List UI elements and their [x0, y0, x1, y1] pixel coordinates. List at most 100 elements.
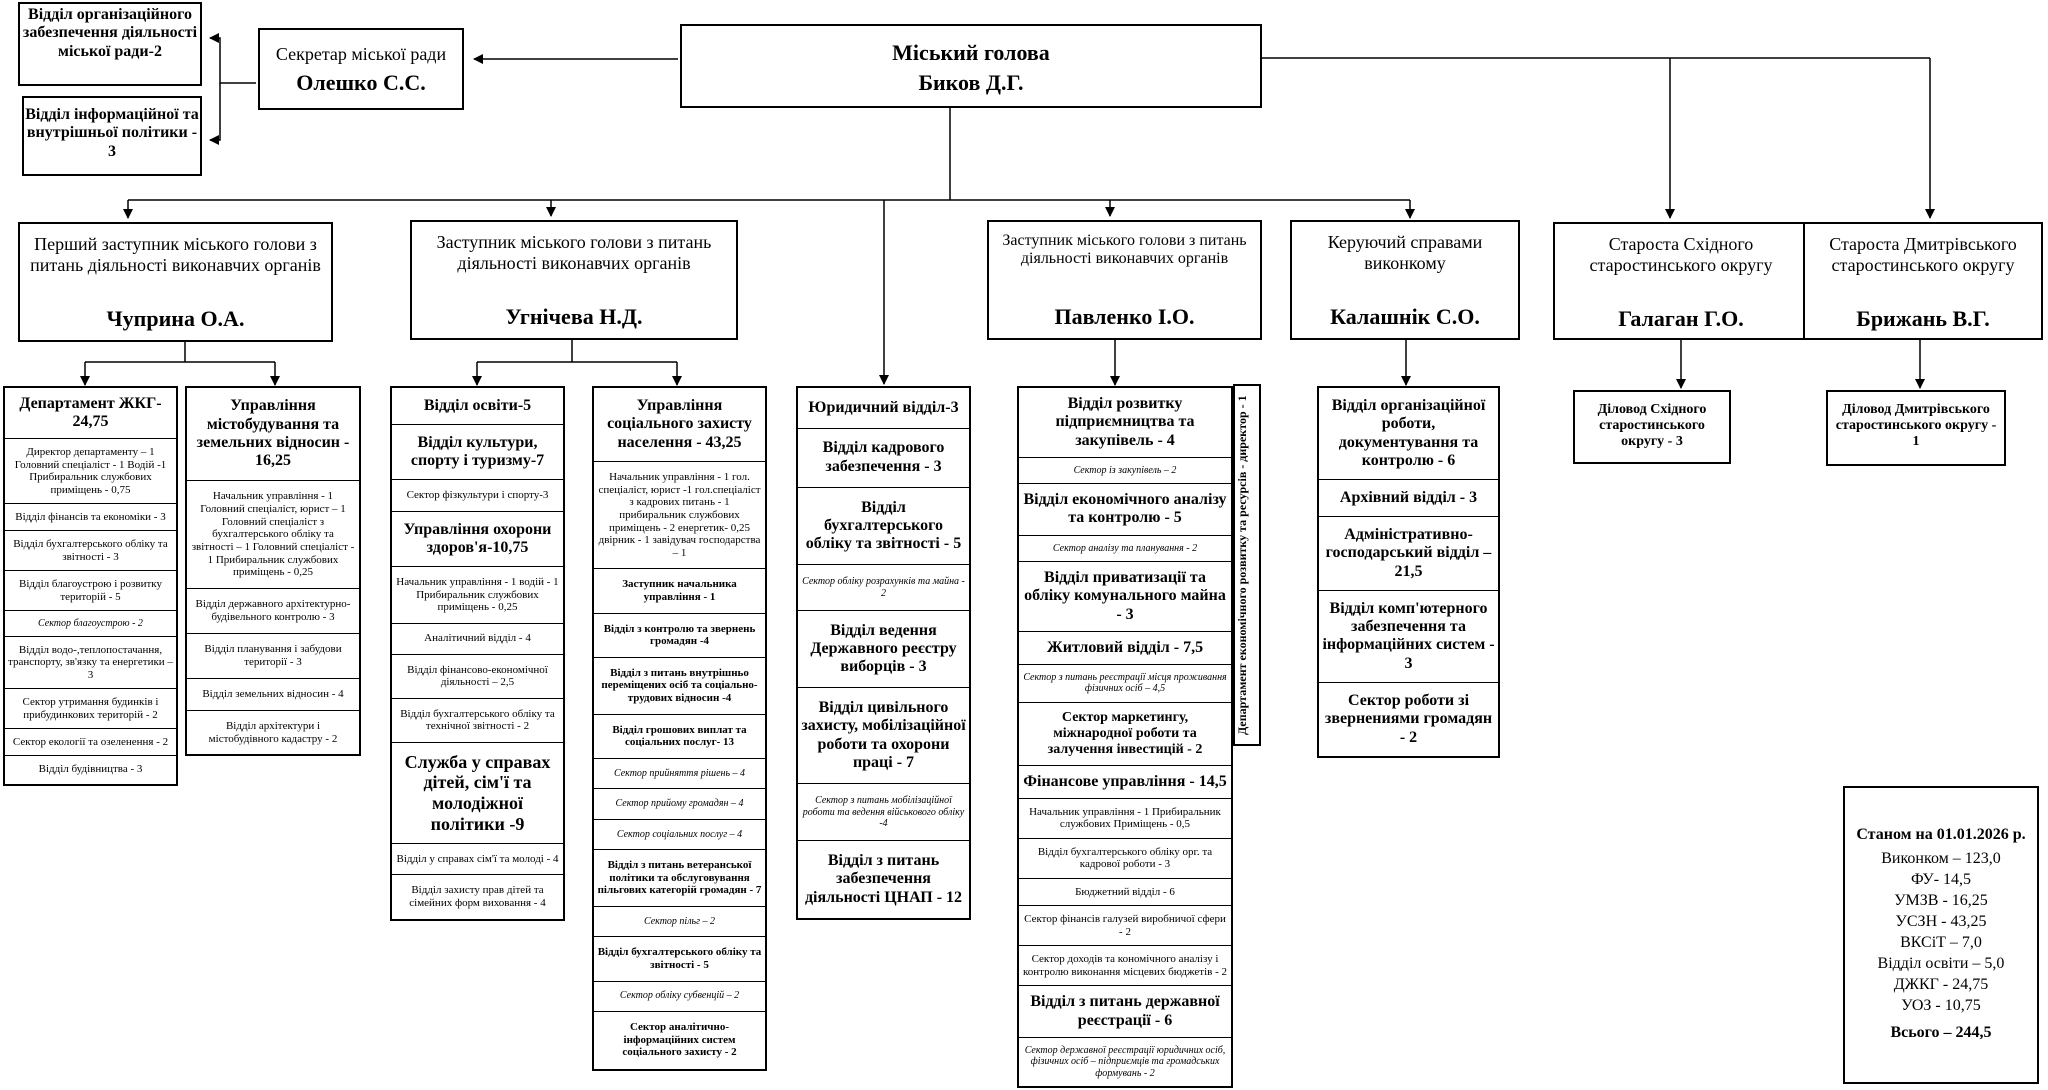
summary-heading: Станом на 01.01.2026 р.: [1856, 826, 2026, 843]
zhkg-unit-9: Відділ будівництва - 3: [5, 755, 176, 782]
secretary-title: Секретар міської ради: [275, 44, 447, 64]
soc-unit-12: Сектор обліку субвенцій – 2: [594, 980, 765, 1011]
economic-development-department-label: Департамент економічного розвитку та рес…: [1235, 395, 1249, 735]
pav-unit-10: Відділ бухгалтерського обліку орг. та ка…: [1019, 837, 1231, 878]
soc-unit-9: Відділ з питань ветеранської політики та…: [594, 849, 765, 906]
kalashnik-title: Керуючий справами виконкому: [1327, 232, 1483, 273]
osvita-unit-6: Відділ фінансово-економічної діяльності …: [392, 653, 563, 698]
osvita-unit-7: Відділ бухгалтерського обліку та технічн…: [392, 697, 563, 742]
first-deputy-box: Перший заступник міського голови з питан…: [18, 222, 333, 342]
mist-unit-2: Відділ державного архітектурно-будівельн…: [187, 588, 359, 633]
pav-unit-6: Сектор з питань реєстрації місця прожива…: [1019, 664, 1231, 702]
social-protection-column: Управління соціального захисту населення…: [592, 386, 767, 1071]
soc-unit-13: Сектор аналітично-інформаційних систем с…: [594, 1010, 765, 1068]
urban-planning-column: Управління містобудування та земельних в…: [185, 386, 361, 756]
osvita-unit-9: Відділ у справах сім'ї та молоді - 4: [392, 843, 563, 874]
pav-unit-3: Сектор аналізу та планування - 2: [1019, 534, 1231, 561]
deputy-ugnicheva-box: Заступник міського голови з питань діяль…: [410, 220, 738, 340]
deputy-pavlenko-name: Павленко І.О.: [1054, 304, 1195, 329]
soc-unit-10: Сектор пільг – 2: [594, 905, 765, 936]
soc-unit-5: Відділ грошових виплат та соціальних пос…: [594, 713, 765, 758]
clerk-east-label: Діловод Східного старостинського округу …: [1597, 402, 1707, 450]
pav-unit-5: Житловий відділ - 7,5: [1019, 630, 1231, 664]
soc-unit-11: Відділ бухгалтерського обліку та звітнос…: [594, 936, 765, 980]
pav-unit-15: Сектор державної реєстрації юридичних ос…: [1019, 1036, 1231, 1086]
starosta-east-box: Староста Східного старостинського округу…: [1553, 222, 1809, 340]
summary-total: Всього – 244,5: [1890, 1024, 1992, 1041]
kalashnik-box: Керуючий справами виконкому Калашнік С.О…: [1290, 220, 1520, 340]
jur-unit-0: Юридичний відділ-3: [808, 398, 959, 416]
soc-unit-7: Сектор прийому громадян – 4: [594, 788, 765, 818]
starosta-dmytr-title: Староста Дмитрівського старостинського о…: [1829, 234, 2017, 275]
zhkg-unit-8: Сектор екології та озеленення - 2: [5, 728, 176, 755]
jur-unit-7: Відділ з питань забезпечення діяльності …: [798, 840, 969, 918]
pav-unit-4: Відділ приватизації та обліку комунально…: [1019, 560, 1231, 631]
jur-unit-6: Сектор з питань мобілізаційної роботи та…: [798, 783, 969, 840]
deputy-ugnicheva-title: Заступник міського голови з питань діяль…: [436, 232, 712, 273]
zhkg-unit-3: Відділ бухгалтерського обліку та звітнос…: [5, 530, 176, 570]
pav-unit-13: Сектор доходів та кономічного аналізу і …: [1019, 945, 1231, 985]
pav-unit-1: Сектор із закупівель – 2: [1019, 456, 1231, 483]
soc-unit-8: Сектор соціальних послуг – 4: [594, 818, 765, 849]
summary-row: ФУ- 14,5: [1910, 871, 1972, 888]
deputy-pavlenko-title: Заступник міського голови з питань діяль…: [1002, 232, 1247, 268]
osvita-unit-4: Начальник управління - 1 водій - 1 Приби…: [392, 566, 563, 623]
economic-development-department-frame: [1233, 384, 1261, 746]
deputy-pavlenko-box: Заступник міського голови з питань діяль…: [987, 220, 1262, 340]
summary-row: ВКСіТ – 7,0: [1900, 934, 1982, 951]
kalashnik-name: Калашнік С.О.: [1330, 304, 1480, 329]
osvita-unit-5: Аналітичний відділ - 4: [392, 622, 563, 654]
kal-unit-2: Адміністративно-господарський відділ – 2…: [1319, 516, 1498, 590]
pav-unit-2: Відділ економічного аналізу та контролю …: [1019, 483, 1231, 535]
summary-row: УМЗВ - 16,25: [1894, 892, 1988, 909]
summary-row: Відділ освіти – 5,0: [1877, 955, 2005, 972]
summary-row: Виконком – 123,0: [1881, 850, 2001, 867]
zhkg-unit-7: Сектор утримання будинків і прибудинкови…: [5, 688, 176, 728]
osvita-unit-10: Відділ захисту прав дітей та сімейних фо…: [392, 874, 563, 918]
pav-unit-11: Бюджетний відділ - 6: [1019, 878, 1231, 905]
mist-unit-5: Відділ архітектури і містобудівного када…: [187, 709, 359, 755]
first-deputy-name: Чуприна О.А.: [106, 306, 245, 331]
org-support-dept-box: Відділ організаційного забезпечення діял…: [18, 2, 202, 86]
economic-finance-column: Відділ розвитку підприємництва та закупі…: [1017, 386, 1233, 1088]
mist-unit-0: Управління містобудування та земельних в…: [196, 397, 350, 470]
soc-unit-4: Відділ з питань внутрішньо переміщених о…: [594, 656, 765, 714]
soc-unit-3: Відділ з контролю та звернень громадян -…: [594, 612, 765, 657]
jur-unit-2: Відділ бухгалтерського обліку та звітнос…: [798, 486, 969, 565]
zhkg-unit-4: Відділ благоустрою і розвитку територій …: [5, 570, 176, 610]
mayor-name: Биков Д.Г.: [918, 70, 1024, 95]
starosta-dmytr-box: Староста Дмитрівського старостинського о…: [1803, 222, 2043, 340]
org-support-dept-label: Відділ організаційного забезпечення діял…: [22, 6, 198, 60]
clerk-east-box: Діловод Східного старостинського округу …: [1573, 390, 1731, 464]
osvita-unit-8: Служба у справах дітей, сім'ї та молодіж…: [392, 741, 563, 843]
soc-unit-6: Сектор прийняття рішень – 4: [594, 757, 765, 788]
clerk-dmytr-label: Діловод Дмитрівського старостинського ок…: [1835, 402, 1997, 450]
mist-unit-3: Відділ планування і забудови території -…: [187, 632, 359, 678]
starosta-east-name: Галаган Г.О.: [1618, 306, 1744, 331]
deputy-ugnicheva-name: Угнічева Н.Д.: [505, 304, 643, 329]
pav-unit-14: Відділ з питань державної реєстрації - 6: [1019, 985, 1231, 1037]
info-policy-dept-label: Відділ інформаційної та внутрішньої полі…: [25, 106, 199, 160]
zhkg-unit-2: Відділ фінансів та економіки - 3: [5, 503, 176, 530]
zhkg-unit-0: Департамент ЖКГ- 24,75: [19, 394, 162, 431]
soc-unit-2: Заступник начальника управління - 1: [594, 568, 765, 612]
zhkg-unit-6: Відділ водо-,теплопостачання, транспорту…: [5, 636, 176, 688]
kal-unit-0: Відділ організаційної роботи, документув…: [1331, 396, 1486, 469]
pav-unit-0: Відділ розвитку підприємництва та закупі…: [1055, 394, 1195, 449]
mist-unit-4: Відділ земельних відносин - 4: [187, 677, 359, 710]
summary-row: ДЖКГ - 24,75: [1893, 976, 1989, 993]
starosta-east-title: Староста Східного старостинського округу: [1589, 234, 1773, 275]
osvita-unit-3: Управління охорони здоров'я-10,75: [392, 510, 563, 566]
info-policy-dept-box: Відділ інформаційної та внутрішньої полі…: [22, 96, 202, 176]
secretary-name: Олешко С.С.: [296, 70, 426, 95]
secretary-box: Секретар міської ради Олешко С.С.: [258, 28, 464, 110]
first-deputy-title: Перший заступник міського голови з питан…: [30, 234, 321, 275]
starosta-dmytr-name: Брижань В.Г.: [1856, 306, 1990, 331]
jur-unit-5: Відділ цивільного захисту, мобілізаційно…: [798, 687, 969, 783]
soc-unit-0: Управління соціального захисту населення…: [607, 396, 752, 451]
zhkg-unit-1: Директор департаменту – 1 Головний спеці…: [5, 438, 176, 503]
